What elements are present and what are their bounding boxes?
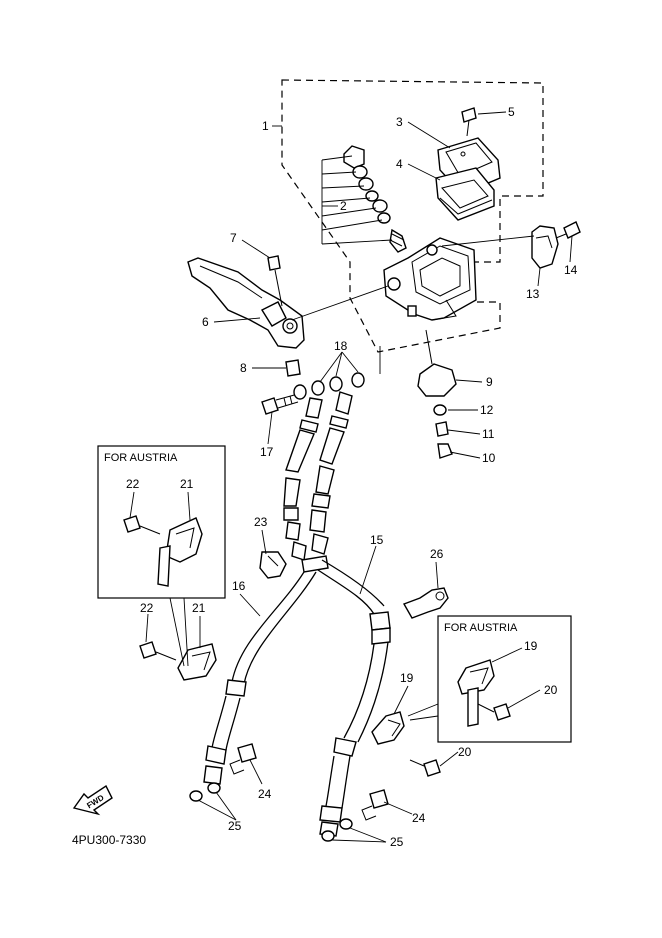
hose-clip-23	[259, 551, 287, 579]
forward-direction-arrow: FWD	[72, 784, 113, 816]
union-bolt-lower-right	[361, 789, 389, 821]
callout-19-main: 19	[400, 671, 414, 685]
inset-for-austria-left: FOR AUSTRIA	[97, 445, 226, 667]
brake-lever	[187, 257, 305, 349]
callout-25-right: 25	[390, 835, 404, 849]
callout-22-inset: 22	[126, 477, 140, 491]
brake-light-switch	[417, 329, 457, 397]
callout-21-main: 21	[192, 601, 206, 615]
lever-pivot-bolt	[267, 255, 283, 307]
brake-hose-lower-left	[203, 571, 317, 785]
inset-for-austria-right: FOR AUSTRIA	[407, 615, 572, 743]
copper-washers-lower-right	[321, 818, 353, 842]
callout-3: 3	[396, 115, 403, 129]
piston-kit	[321, 145, 407, 253]
reservoir-diaphragm	[435, 167, 495, 221]
inset-title: FOR AUSTRIA	[104, 452, 178, 464]
clamp-bolt-22-main	[139, 641, 177, 661]
callout-24-right: 24	[412, 811, 426, 825]
callout-18: 18	[334, 339, 348, 353]
brake-hose-upper-left	[283, 397, 323, 521]
clamp-bolt-20-main	[409, 759, 441, 777]
callout-20-inset: 20	[544, 683, 558, 697]
brake-hose-upper-right	[311, 391, 353, 509]
callout-22-main: 22	[140, 601, 154, 615]
callout-17: 17	[260, 445, 274, 459]
switch-washer	[433, 404, 447, 416]
callout-25-left: 25	[228, 819, 242, 833]
callout-8: 8	[240, 361, 247, 375]
callout-19-inset: 19	[524, 639, 538, 653]
holder-bolt	[555, 221, 581, 239]
callout-7: 7	[230, 231, 237, 245]
callout-20-main: 20	[458, 745, 472, 759]
brake-hose-lower-right	[317, 559, 391, 837]
callout-26: 26	[430, 547, 444, 561]
master-cylinder-assembly-boundary	[281, 79, 544, 353]
callout-6: 6	[202, 315, 209, 329]
callout-labels: 1 2 3 4 5 6 7 8 9 10 11 12 13 14 15 16 1…	[126, 105, 578, 849]
inset-title: FOR AUSTRIA	[444, 622, 518, 634]
mirror-holder-bracket	[531, 225, 559, 269]
callout-9: 9	[486, 375, 493, 389]
callout-1: 1	[262, 119, 269, 133]
lever-nut	[285, 359, 301, 377]
callout-14: 14	[564, 263, 578, 277]
hose-clamp-21-main	[177, 643, 217, 681]
switch-spring	[435, 421, 449, 437]
callout-10: 10	[482, 451, 496, 465]
master-cylinder-body	[383, 237, 477, 321]
callout-5: 5	[508, 105, 515, 119]
callout-2: 2	[340, 199, 347, 213]
callout-13: 13	[526, 287, 540, 301]
switch-screw	[437, 443, 453, 459]
hose-joint-connector	[285, 509, 329, 573]
callout-24-left: 24	[258, 787, 272, 801]
callout-12: 12	[480, 403, 494, 417]
callout-4: 4	[396, 157, 403, 171]
callout-23: 23	[254, 515, 268, 529]
callout-21-inset: 21	[180, 477, 194, 491]
copper-washers-upper	[293, 372, 365, 400]
callout-leaders	[129, 111, 573, 843]
callout-15: 15	[370, 533, 384, 547]
cap-screw	[461, 107, 477, 137]
diagram-code: 4PU300-7330	[72, 833, 146, 847]
callout-11: 11	[482, 427, 495, 441]
union-bolt-upper	[261, 393, 299, 415]
hose-clamp-19-main	[371, 711, 405, 745]
copper-washers-lower-left	[189, 782, 221, 802]
callout-16: 16	[232, 579, 246, 593]
union-bolt-lower-left	[229, 743, 257, 775]
hose-guide-26	[402, 587, 449, 619]
